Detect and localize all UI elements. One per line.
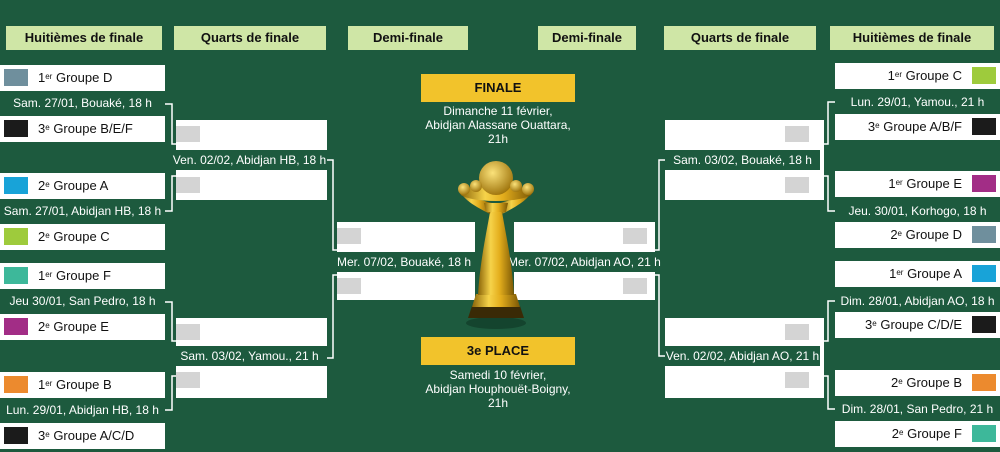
team-slot: 1er Groupe A [835, 261, 1000, 287]
match-info: Dim. 28/01, Abidjan AO, 18 h [835, 291, 1000, 311]
final-date: Dimanche 11 février, [443, 104, 553, 118]
team-label: 3e Groupe C/D/E [865, 317, 962, 332]
team-slot: 2e Groupe F [835, 421, 1000, 447]
header-qf-left: Quarts de finale [174, 26, 326, 50]
header-qf-right: Quarts de finale [664, 26, 816, 50]
team-slot: 3e Groupe B/E/F [0, 116, 165, 142]
match-info: Ven. 02/02, Abidjan HB, 18 h [172, 150, 327, 170]
team-label: 2e Groupe D [890, 227, 962, 242]
match-info: Sam. 03/02, Yamou., 21 h [172, 346, 327, 366]
group-color-swatch [972, 67, 996, 84]
group-color-swatch [4, 376, 28, 393]
group-color-swatch [972, 118, 996, 135]
group-color-swatch [4, 228, 28, 245]
group-color-swatch [972, 175, 996, 192]
team-label: 2e Groupe B [891, 375, 962, 390]
third-place-venue: Abidjan Houphouët-Boigny, [425, 382, 571, 396]
placeholder-slot [785, 126, 809, 142]
placeholder-slot [176, 324, 200, 340]
group-color-swatch [4, 120, 28, 137]
team-slot: 1er Groupe F [0, 263, 165, 289]
team-label: 1er Groupe C [887, 68, 962, 83]
header-sf-right: Demi-finale [538, 26, 636, 50]
match-info: Jeu 30/01, San Pedro, 18 h [0, 291, 165, 311]
team-slot: 1er Groupe B [0, 372, 165, 398]
team-label: 1er Groupe A [889, 266, 962, 281]
match-info: Mer. 07/02, Abidjan AO, 21 h [508, 252, 661, 272]
team-label: 1er Groupe B [38, 377, 112, 392]
final-info: Dimanche 11 février, Abidjan Alassane Ou… [398, 104, 598, 146]
team-label: 1er Groupe D [38, 70, 113, 85]
placeholder-slot [785, 177, 809, 193]
team-slot: 2e Groupe B [835, 370, 1000, 396]
placeholder-slot [176, 372, 200, 388]
group-color-swatch [4, 69, 28, 86]
group-color-swatch [972, 374, 996, 391]
group-color-swatch [972, 316, 996, 333]
team-slot: 2e Groupe C [0, 224, 165, 250]
match-info: Dim. 28/01, San Pedro, 21 h [835, 399, 1000, 419]
group-color-swatch [4, 427, 28, 444]
group-color-swatch [4, 267, 28, 284]
placeholder-slot [337, 228, 361, 244]
group-color-swatch [4, 177, 28, 194]
third-place-label: 3e PLACE [421, 337, 575, 365]
group-color-swatch [4, 318, 28, 335]
group-color-swatch [972, 226, 996, 243]
team-slot: 2e Groupe D [835, 222, 1000, 248]
placeholder-slot [623, 228, 647, 244]
match-info: Jeu. 30/01, Korhogo, 18 h [835, 201, 1000, 221]
team-label: 3e Groupe B/E/F [38, 121, 133, 136]
group-color-swatch [972, 425, 996, 442]
final-label: FINALE [421, 74, 575, 102]
team-label: 2e Groupe F [891, 426, 962, 441]
placeholder-slot [176, 126, 200, 142]
header-sf-left: Demi-finale [348, 26, 468, 50]
team-slot: 1er Groupe C [835, 63, 1000, 89]
team-slot: 3e Groupe A/B/F [835, 114, 1000, 140]
team-label: 3e Groupe A/C/D [38, 428, 135, 443]
third-place-info: Samedi 10 février, Abidjan Houphouët-Boi… [388, 368, 608, 410]
team-slot: 3e Groupe C/D/E [835, 312, 1000, 338]
team-label: 1er Groupe E [888, 176, 962, 191]
final-time: 21h [487, 132, 509, 146]
team-label: 2e Groupe C [38, 229, 110, 244]
placeholder-slot [176, 177, 200, 193]
team-slot: 2e Groupe A [0, 173, 165, 199]
header-r16-left: Huitièmes de finale [6, 26, 162, 50]
match-info: Ven. 02/02, Abidjan AO, 21 h [665, 346, 820, 366]
third-place-time: 21h [487, 396, 509, 410]
header-r16-right: Huitièmes de finale [830, 26, 994, 50]
match-info: Sam. 27/01, Bouaké, 18 h [0, 93, 165, 113]
team-slot: 1er Groupe D [0, 65, 165, 91]
team-slot: 3e Groupe A/C/D [0, 423, 165, 449]
match-info: Lun. 29/01, Yamou., 21 h [835, 92, 1000, 112]
team-label: 2e Groupe A [38, 178, 109, 193]
placeholder-slot [785, 324, 809, 340]
placeholder-slot [785, 372, 809, 388]
team-slot: 1er Groupe E [835, 171, 1000, 197]
team-slot: 2e Groupe E [0, 314, 165, 340]
group-color-swatch [972, 265, 996, 282]
placeholder-slot [623, 278, 647, 294]
match-info: Mer. 07/02, Bouaké, 18 h [333, 252, 475, 272]
match-info: Lun. 29/01, Abidjan HB, 18 h [0, 400, 165, 420]
match-info: Sam. 27/01, Abidjan HB, 18 h [0, 201, 165, 221]
team-label: 2e Groupe E [38, 319, 109, 334]
final-venue: Abidjan Alassane Ouattara, [425, 118, 571, 132]
team-label: 1er Groupe F [38, 268, 111, 283]
team-label: 3e Groupe A/B/F [867, 119, 962, 134]
third-place-date: Samedi 10 février, [449, 368, 547, 382]
match-info: Sam. 03/02, Bouaké, 18 h [665, 150, 820, 170]
placeholder-slot [337, 278, 361, 294]
